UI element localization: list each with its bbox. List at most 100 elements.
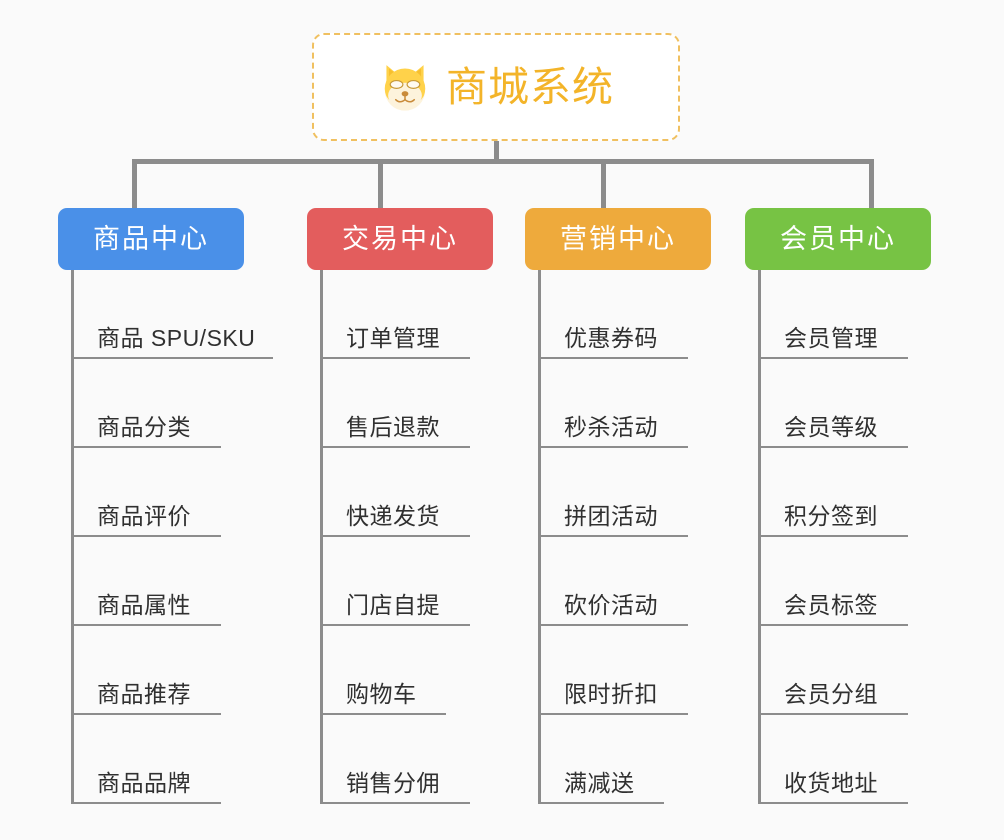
leaf-list: 优惠券码 秒杀活动 拼团活动 砍价活动 限时折扣 满减送 xyxy=(525,270,757,804)
leaf-label: 会员分组 xyxy=(784,681,878,707)
leaf-item[interactable]: 售后退款 xyxy=(307,359,539,448)
leaf-label: 优惠券码 xyxy=(564,325,658,351)
leaf-label: 砍价活动 xyxy=(564,592,658,618)
leaf-item[interactable]: 限时折扣 xyxy=(525,626,757,715)
branch-column-member-center: 会员中心 会员管理 会员等级 积分签到 会员标签 会员分组 xyxy=(745,208,977,804)
leaf-underline xyxy=(71,357,273,359)
leaf-label: 积分签到 xyxy=(784,503,878,529)
leaf-underline xyxy=(71,535,221,537)
leaf-underline xyxy=(538,535,688,537)
leaf-list: 订单管理 售后退款 快递发货 门店自提 购物车 销售分佣 xyxy=(307,270,539,804)
leaf-item[interactable]: 门店自提 xyxy=(307,537,539,626)
category-label: 会员中心 xyxy=(780,223,896,254)
leaf-underline xyxy=(758,802,908,804)
branch-column-marketing-center: 营销中心 优惠券码 秒杀活动 拼团活动 砍价活动 限时折扣 xyxy=(525,208,757,804)
leaf-label: 商品推荐 xyxy=(97,681,191,707)
connector-drop-4 xyxy=(869,159,874,210)
leaf-list: 会员管理 会员等级 积分签到 会员标签 会员分组 收货地址 xyxy=(745,270,977,804)
leaf-label: 收货地址 xyxy=(784,770,878,796)
leaf-underline xyxy=(320,713,446,715)
connector-drop-3 xyxy=(601,159,606,210)
shiba-dog-face-icon xyxy=(384,65,426,111)
leaf-underline xyxy=(758,624,908,626)
branch-spine xyxy=(71,270,74,804)
branch-column-trade-center: 交易中心 订单管理 售后退款 快递发货 门店自提 购物车 xyxy=(307,208,539,804)
leaf-item[interactable]: 销售分佣 xyxy=(307,715,539,804)
leaf-item[interactable]: 满减送 xyxy=(525,715,757,804)
leaf-underline xyxy=(758,713,908,715)
leaf-item[interactable]: 商品品牌 xyxy=(58,715,290,804)
connector-drop-2 xyxy=(378,159,383,210)
root-title: 商城系统 xyxy=(446,63,614,110)
category-box-marketing-center[interactable]: 营销中心 xyxy=(525,208,711,270)
leaf-label: 商品品牌 xyxy=(97,770,191,796)
leaf-label: 门店自提 xyxy=(346,592,440,618)
leaf-underline xyxy=(71,624,221,626)
category-label: 交易中心 xyxy=(342,223,458,254)
branch-column-product-center: 商品中心 商品 SPU/SKU 商品分类 商品评价 商品属性 商品推荐 xyxy=(58,208,290,804)
leaf-item[interactable]: 订单管理 xyxy=(307,270,539,359)
leaf-underline xyxy=(538,713,688,715)
branch-spine xyxy=(758,270,761,804)
leaf-item[interactable]: 商品评价 xyxy=(58,448,290,537)
leaf-underline xyxy=(320,624,470,626)
leaf-underline xyxy=(320,802,470,804)
leaf-item[interactable]: 商品分类 xyxy=(58,359,290,448)
leaf-underline xyxy=(538,802,664,804)
branch-spine xyxy=(538,270,541,804)
leaf-item[interactable]: 积分签到 xyxy=(745,448,977,537)
leaf-label: 会员管理 xyxy=(784,325,878,351)
leaf-underline xyxy=(320,357,470,359)
leaf-label: 限时折扣 xyxy=(564,681,658,707)
leaf-underline xyxy=(71,802,221,804)
leaf-underline xyxy=(758,446,908,448)
leaf-item[interactable]: 商品属性 xyxy=(58,537,290,626)
leaf-underline xyxy=(538,446,688,448)
leaf-underline xyxy=(71,713,221,715)
leaf-label: 秒杀活动 xyxy=(564,414,658,440)
connector-horizontal-bus xyxy=(132,159,874,164)
leaf-label: 快递发货 xyxy=(346,503,440,529)
connector-drop-1 xyxy=(132,159,137,210)
category-label: 营销中心 xyxy=(560,223,676,254)
leaf-item[interactable]: 会员标签 xyxy=(745,537,977,626)
leaf-item[interactable]: 优惠券码 xyxy=(525,270,757,359)
leaf-underline xyxy=(538,357,688,359)
leaf-label: 拼团活动 xyxy=(564,503,658,529)
leaf-item[interactable]: 会员管理 xyxy=(745,270,977,359)
leaf-label: 商品分类 xyxy=(97,414,191,440)
leaf-item[interactable]: 商品 SPU/SKU xyxy=(58,270,290,359)
leaf-underline xyxy=(320,535,470,537)
leaf-label: 商品属性 xyxy=(97,592,191,618)
leaf-list: 商品 SPU/SKU 商品分类 商品评价 商品属性 商品推荐 商品品牌 xyxy=(58,270,290,804)
leaf-underline xyxy=(538,624,688,626)
root-node-mall-system[interactable]: 商城系统 xyxy=(312,33,680,141)
leaf-label: 商品 SPU/SKU xyxy=(97,325,256,351)
leaf-item[interactable]: 会员等级 xyxy=(745,359,977,448)
leaf-item[interactable]: 快递发货 xyxy=(307,448,539,537)
category-box-product-center[interactable]: 商品中心 xyxy=(58,208,244,270)
leaf-item[interactable]: 秒杀活动 xyxy=(525,359,757,448)
leaf-item[interactable]: 收货地址 xyxy=(745,715,977,804)
leaf-label: 满减送 xyxy=(564,770,635,796)
leaf-item[interactable]: 购物车 xyxy=(307,626,539,715)
category-box-member-center[interactable]: 会员中心 xyxy=(745,208,931,270)
connector-root-vertical xyxy=(494,141,499,162)
leaf-label: 商品评价 xyxy=(97,503,191,529)
leaf-item[interactable]: 商品推荐 xyxy=(58,626,290,715)
category-label: 商品中心 xyxy=(93,223,209,254)
leaf-underline xyxy=(71,446,221,448)
leaf-item[interactable]: 会员分组 xyxy=(745,626,977,715)
branch-spine xyxy=(320,270,323,804)
leaf-underline xyxy=(758,357,908,359)
leaf-item[interactable]: 拼团活动 xyxy=(525,448,757,537)
leaf-underline xyxy=(758,535,908,537)
leaf-label: 会员等级 xyxy=(784,414,878,440)
category-box-trade-center[interactable]: 交易中心 xyxy=(307,208,493,270)
leaf-label: 销售分佣 xyxy=(346,770,440,796)
leaf-label: 订单管理 xyxy=(346,325,440,351)
leaf-item[interactable]: 砍价活动 xyxy=(525,537,757,626)
leaf-label: 购物车 xyxy=(346,681,417,707)
leaf-label: 售后退款 xyxy=(346,414,440,440)
